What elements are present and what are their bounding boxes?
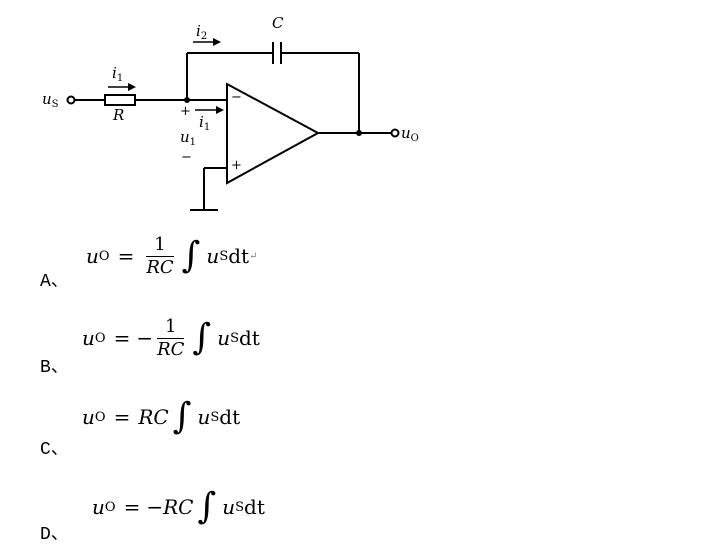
junction-input xyxy=(184,97,190,103)
i1-arrowhead-mid xyxy=(216,106,224,114)
resistor xyxy=(104,94,136,106)
i2-label: i2 xyxy=(196,22,208,42)
minus-input-label: − xyxy=(181,150,192,165)
option-a-letter[interactable]: A、 xyxy=(40,272,69,292)
i1-arrowhead-top xyxy=(128,83,136,91)
c-label: C xyxy=(272,14,284,32)
op-minus-label: − xyxy=(231,90,242,105)
plus-input-label: + xyxy=(180,104,191,119)
option-b-fraction: 1 RC xyxy=(157,315,185,360)
op-plus-label: + xyxy=(231,158,242,173)
input-terminal xyxy=(66,95,76,105)
uo-label: uO xyxy=(401,124,419,144)
i2-arrowhead xyxy=(213,38,221,46)
r-label: R xyxy=(113,106,125,124)
junction-output xyxy=(356,130,362,136)
integrator-circuit xyxy=(66,38,400,211)
option-d-letter[interactable]: D、 xyxy=(40,525,69,545)
integral-sign: ∫ xyxy=(181,235,201,276)
option-a-fraction: 1 RC xyxy=(146,233,174,278)
i1-top-label: i1 xyxy=(112,64,124,84)
option-c-letter[interactable]: C、 xyxy=(40,440,69,460)
u1-label: u1 xyxy=(180,128,197,148)
option-b-letter[interactable]: B、 xyxy=(40,358,69,378)
op-amp xyxy=(226,82,321,185)
us-label: uS xyxy=(42,90,59,110)
i1-mid-label: i1 xyxy=(199,113,211,133)
paragraph-mark: ↵ xyxy=(249,250,258,262)
integral-sign: ∫ xyxy=(192,317,212,358)
integral-sign: ∫ xyxy=(197,486,217,527)
output-terminal xyxy=(390,128,400,138)
integral-sign: ∫ xyxy=(172,396,192,437)
